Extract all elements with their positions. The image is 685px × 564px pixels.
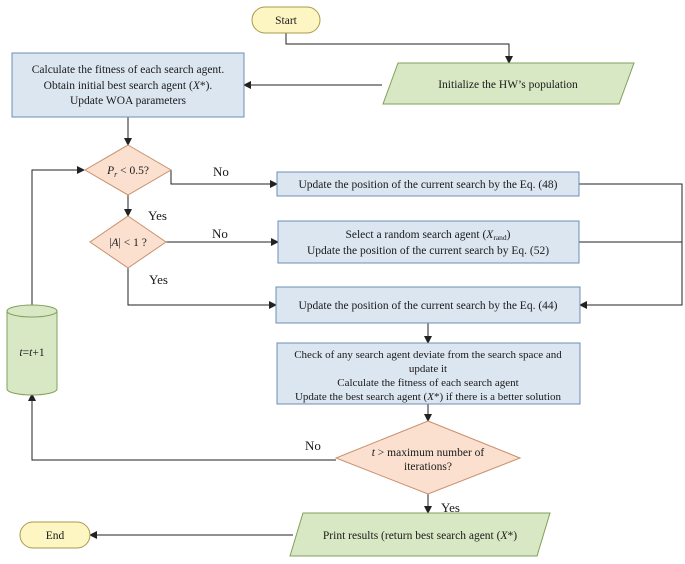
decision-iterations-line2: iterations? (404, 461, 452, 473)
end-label: End (46, 530, 65, 542)
init-population-node: Initialize the HW’s population (382, 62, 635, 105)
random-agent-node: Select a random search agent (Xrand) Upd… (277, 220, 580, 264)
edge-no-a: No (212, 226, 228, 241)
check-update-line1: Check of any search agent deviate from t… (294, 349, 562, 361)
edge-no-iterations: No (305, 438, 321, 453)
counter-node: t=t+1 (6, 304, 58, 396)
decision-iterations-node: t > maximum number of iterations? (334, 420, 522, 495)
init-population-label: Initialize the HW’s population (438, 79, 578, 91)
decision-a-label: |A| < 1 ? (109, 237, 147, 249)
update-eq44-label: Update the position of the current searc… (299, 300, 558, 312)
start-node: Start (251, 6, 321, 34)
calc-fitness-line3: Update WOA parameters (70, 95, 187, 107)
decision-pr-label: Pr < 0.5? (106, 165, 149, 179)
print-results-label: Print results (return best search agent … (323, 530, 517, 542)
edge-yes-pr: Yes (148, 208, 167, 223)
check-update-line2: update it (409, 363, 447, 375)
edge-yes-a: Yes (149, 272, 168, 287)
end-node: End (19, 521, 91, 549)
connectors (28, 33, 683, 539)
update-eq48-node: Update the position of the current searc… (276, 171, 580, 197)
random-agent-line2: Update the position of the current searc… (307, 245, 549, 257)
update-eq44-node: Update the position of the current searc… (275, 286, 581, 324)
decision-a-node: |A| < 1 ? (89, 215, 167, 269)
calc-fitness-line2: Obtain initial best search agent (X*). (44, 80, 213, 92)
calc-fitness-node: Calculate the fitness of each search age… (11, 52, 245, 118)
edge-no-pr: No (213, 164, 229, 179)
check-update-node: Check of any search agent deviate from t… (276, 342, 581, 405)
update-eq48-label: Update the position of the current searc… (299, 179, 558, 191)
check-update-line3: Calculate the fitness of each search age… (337, 377, 518, 389)
counter-label: t=t+1 (19, 347, 44, 359)
start-label: Start (275, 15, 298, 27)
calc-fitness-line1: Calculate the fitness of each search age… (32, 64, 225, 76)
decision-pr-node: Pr < 0.5? (84, 144, 172, 196)
decision-iterations-line1: t > maximum number of (372, 447, 485, 459)
edge-labels: No Yes No Yes No Yes (148, 164, 460, 515)
edge-yes-iterations: Yes (441, 500, 460, 515)
random-agent-line1: Select a random search agent (Xrand) (345, 229, 510, 242)
print-results-node: Print results (return best search agent … (289, 512, 551, 557)
check-update-line4: Update the best search agent (X*) if the… (295, 391, 562, 403)
